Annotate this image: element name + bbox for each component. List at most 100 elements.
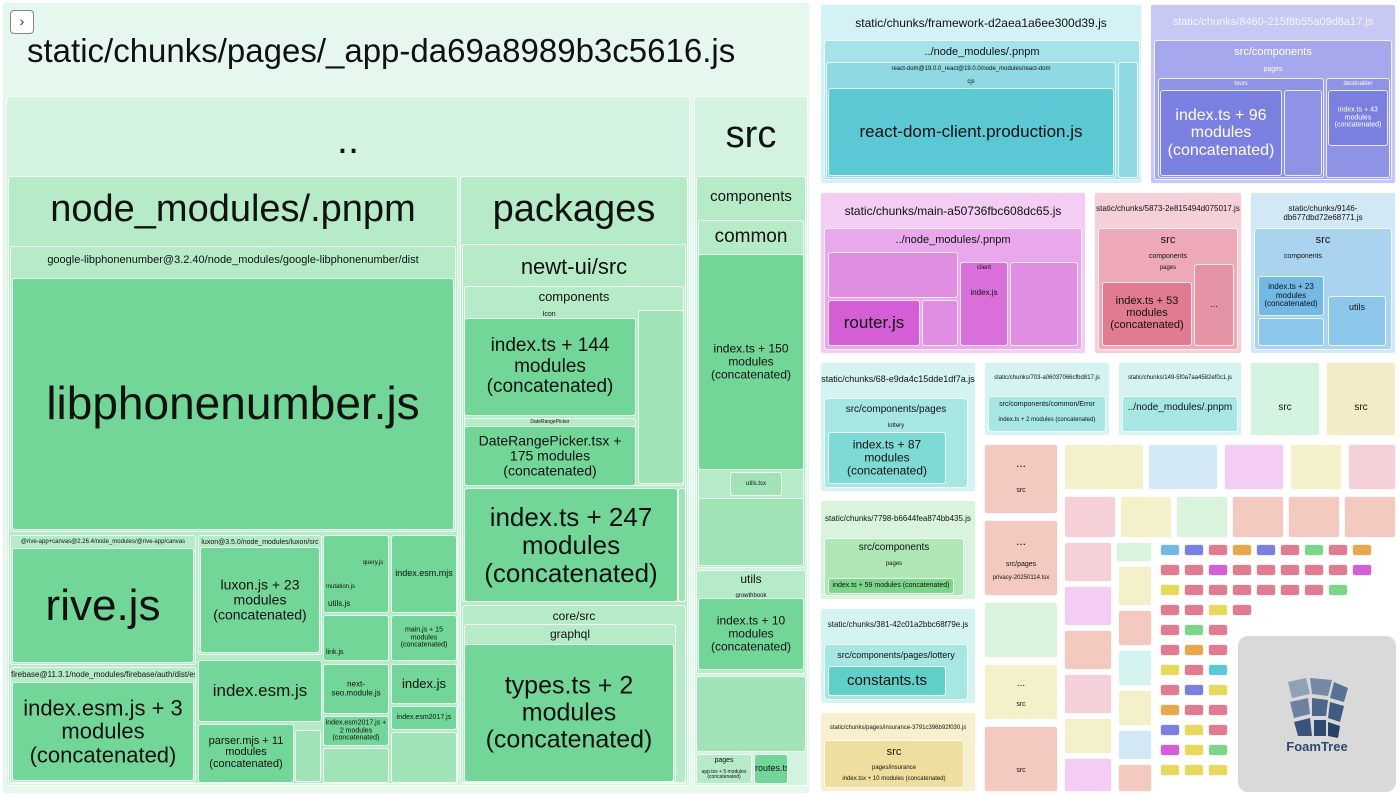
next-seo-module[interactable]: next-seo.module.js [323,664,389,714]
small-chunk-9[interactable] [1232,496,1284,538]
small-chunk-10[interactable] [1288,496,1340,538]
small-chunk-22[interactable] [1118,690,1152,726]
micro-tile-3[interactable] [1208,544,1228,556]
index-esm2017-module[interactable]: index.esm2017.js + 2 modules (concatenat… [323,716,389,746]
index-js-module[interactable]: index.js [391,664,457,704]
micro-tile-31[interactable] [1160,624,1180,636]
src-pages-group[interactable]: pages app.tsx + 5 modules (concatenated) [696,754,752,784]
newt-small-modules[interactable] [678,488,686,602]
main-client-group[interactable]: client index.js [960,262,1008,346]
micro-tile-53[interactable] [1184,764,1204,776]
micro-tile-42[interactable] [1208,684,1228,696]
micro-tile-30[interactable] [1232,604,1252,616]
chunk-5873-small[interactable]: ... [1194,264,1234,346]
micro-tile-13[interactable] [1232,564,1252,576]
icon-small-modules[interactable] [638,310,684,484]
main-small-modules-b[interactable] [922,300,958,346]
micro-tile-27[interactable] [1160,604,1180,616]
micro-tile-26[interactable] [1328,584,1348,596]
micro-tile-29[interactable] [1208,604,1228,616]
micro-tile-4[interactable] [1232,544,1252,556]
micro-tile-40[interactable] [1160,684,1180,696]
small-chunk-18[interactable] [1064,758,1112,792]
micro-tile-52[interactable] [1160,764,1180,776]
index-59-module[interactable]: index.ts + 59 modules (concatenated) [828,578,954,594]
micro-tile-14[interactable] [1256,564,1276,576]
small-chunk-4[interactable] [1290,444,1342,490]
micro-tile-33[interactable] [1208,624,1228,636]
misc-green-chunk[interactable] [984,602,1058,658]
small-chunk-13[interactable] [1116,542,1152,562]
small-module-b[interactable] [391,732,457,783]
tours-small-modules[interactable] [1284,90,1322,176]
small-chunk-24[interactable] [1118,764,1152,792]
chunk-src-green[interactable]: src [1250,362,1320,436]
micro-tile-7[interactable] [1304,544,1324,556]
index-43-module[interactable]: index.ts + 43 modules (concatenated) [1328,90,1388,146]
micro-tile-8[interactable] [1328,544,1348,556]
main-small-modules-c[interactable] [1010,262,1078,346]
micro-tile-24[interactable] [1280,584,1300,596]
index-87-module[interactable]: index.ts + 87 modules (concatenated) [828,432,946,484]
micro-tile-9[interactable] [1352,544,1372,556]
micro-tile-5[interactable] [1256,544,1276,556]
micro-tile-37[interactable] [1160,664,1180,676]
luxon-module[interactable]: luxon.js + 23 modules (concatenated) [200,547,320,653]
micro-tile-22[interactable] [1232,584,1252,596]
chunk-9146-utils[interactable]: utils [1328,296,1386,346]
micro-tile-38[interactable] [1184,664,1204,676]
small-chunk-15[interactable] [1064,630,1112,670]
micro-tile-49[interactable] [1160,744,1180,756]
small-chunk-11[interactable] [1344,496,1396,538]
constants-module[interactable]: constants.ts [828,666,946,696]
chunk-9146-small[interactable] [1258,318,1324,346]
small-chunk-5[interactable] [1348,444,1396,490]
micro-tile-41[interactable] [1184,684,1204,696]
small-chunk-21[interactable] [1118,650,1152,686]
micro-tile-1[interactable] [1160,544,1180,556]
index-96-module[interactable]: index.ts + 96 modules (concatenated) [1160,90,1282,176]
rive-module[interactable]: rive.js [12,548,194,663]
micro-tile-15[interactable] [1280,564,1300,576]
parser-sibling-module[interactable] [295,730,321,782]
firebase-index-module[interactable]: index.esm.js + 3 modules (concatenated) [12,682,194,781]
index-144-module[interactable]: index.ts + 144 modules (concatenated) [464,318,636,416]
index-23-module[interactable]: index.ts + 23 modules (concatenated) [1258,276,1324,316]
link-module[interactable]: link.js [323,615,389,661]
micro-tile-43[interactable] [1160,704,1180,716]
misc-salmon-chunk-privacy[interactable]: ... src/pages privacy-20250114.tsx [984,520,1058,596]
micro-tile-2[interactable] [1184,544,1204,556]
main-small-modules-a[interactable] [828,252,958,298]
small-chunk-1[interactable] [1064,444,1144,490]
micro-tile-28[interactable] [1184,604,1204,616]
small-chunk-14[interactable] [1064,586,1112,626]
micro-tile-17[interactable] [1328,564,1348,576]
framework-small-modules[interactable] [1118,62,1138,178]
index-esm-mjs-module[interactable]: index.esm.mjs [391,535,457,613]
micro-tile-47[interactable] [1184,724,1204,736]
micro-tile-50[interactable] [1184,744,1204,756]
main-js-module[interactable]: main.js + 15 modules (concatenated) [391,615,457,661]
micro-tile-25[interactable] [1304,584,1324,596]
micro-tile-23[interactable] [1256,584,1276,596]
common-small-modules[interactable] [698,498,804,566]
index-esm-module[interactable]: index.esm.js [198,660,322,722]
react-dom-client-module[interactable]: react-dom-client.production.js [828,88,1114,176]
micro-tile-48[interactable] [1208,724,1228,736]
micro-tile-12[interactable] [1208,564,1228,576]
misc-yellow-chunk[interactable]: ... src [984,664,1058,720]
small-chunk-8[interactable] [1176,496,1228,538]
micro-tile-46[interactable] [1160,724,1180,736]
micro-tile-54[interactable] [1208,764,1228,776]
chunk-149-node-modules[interactable]: ../node_modules/.pnpm [1122,396,1238,432]
micro-tile-51[interactable] [1208,744,1228,756]
routes-module[interactable]: routes.ts [754,754,788,784]
micro-tile-20[interactable] [1184,584,1204,596]
micro-tile-21[interactable] [1208,584,1228,596]
misc-salmon-chunk-a[interactable]: ... src [984,444,1058,514]
chunk-src-yellow[interactable]: src [1326,362,1396,436]
router-module[interactable]: router.js [828,300,920,346]
src-small-modules[interactable] [696,676,806,752]
chevron-right-icon[interactable]: › [10,10,34,34]
micro-tile-16[interactable] [1304,564,1324,576]
